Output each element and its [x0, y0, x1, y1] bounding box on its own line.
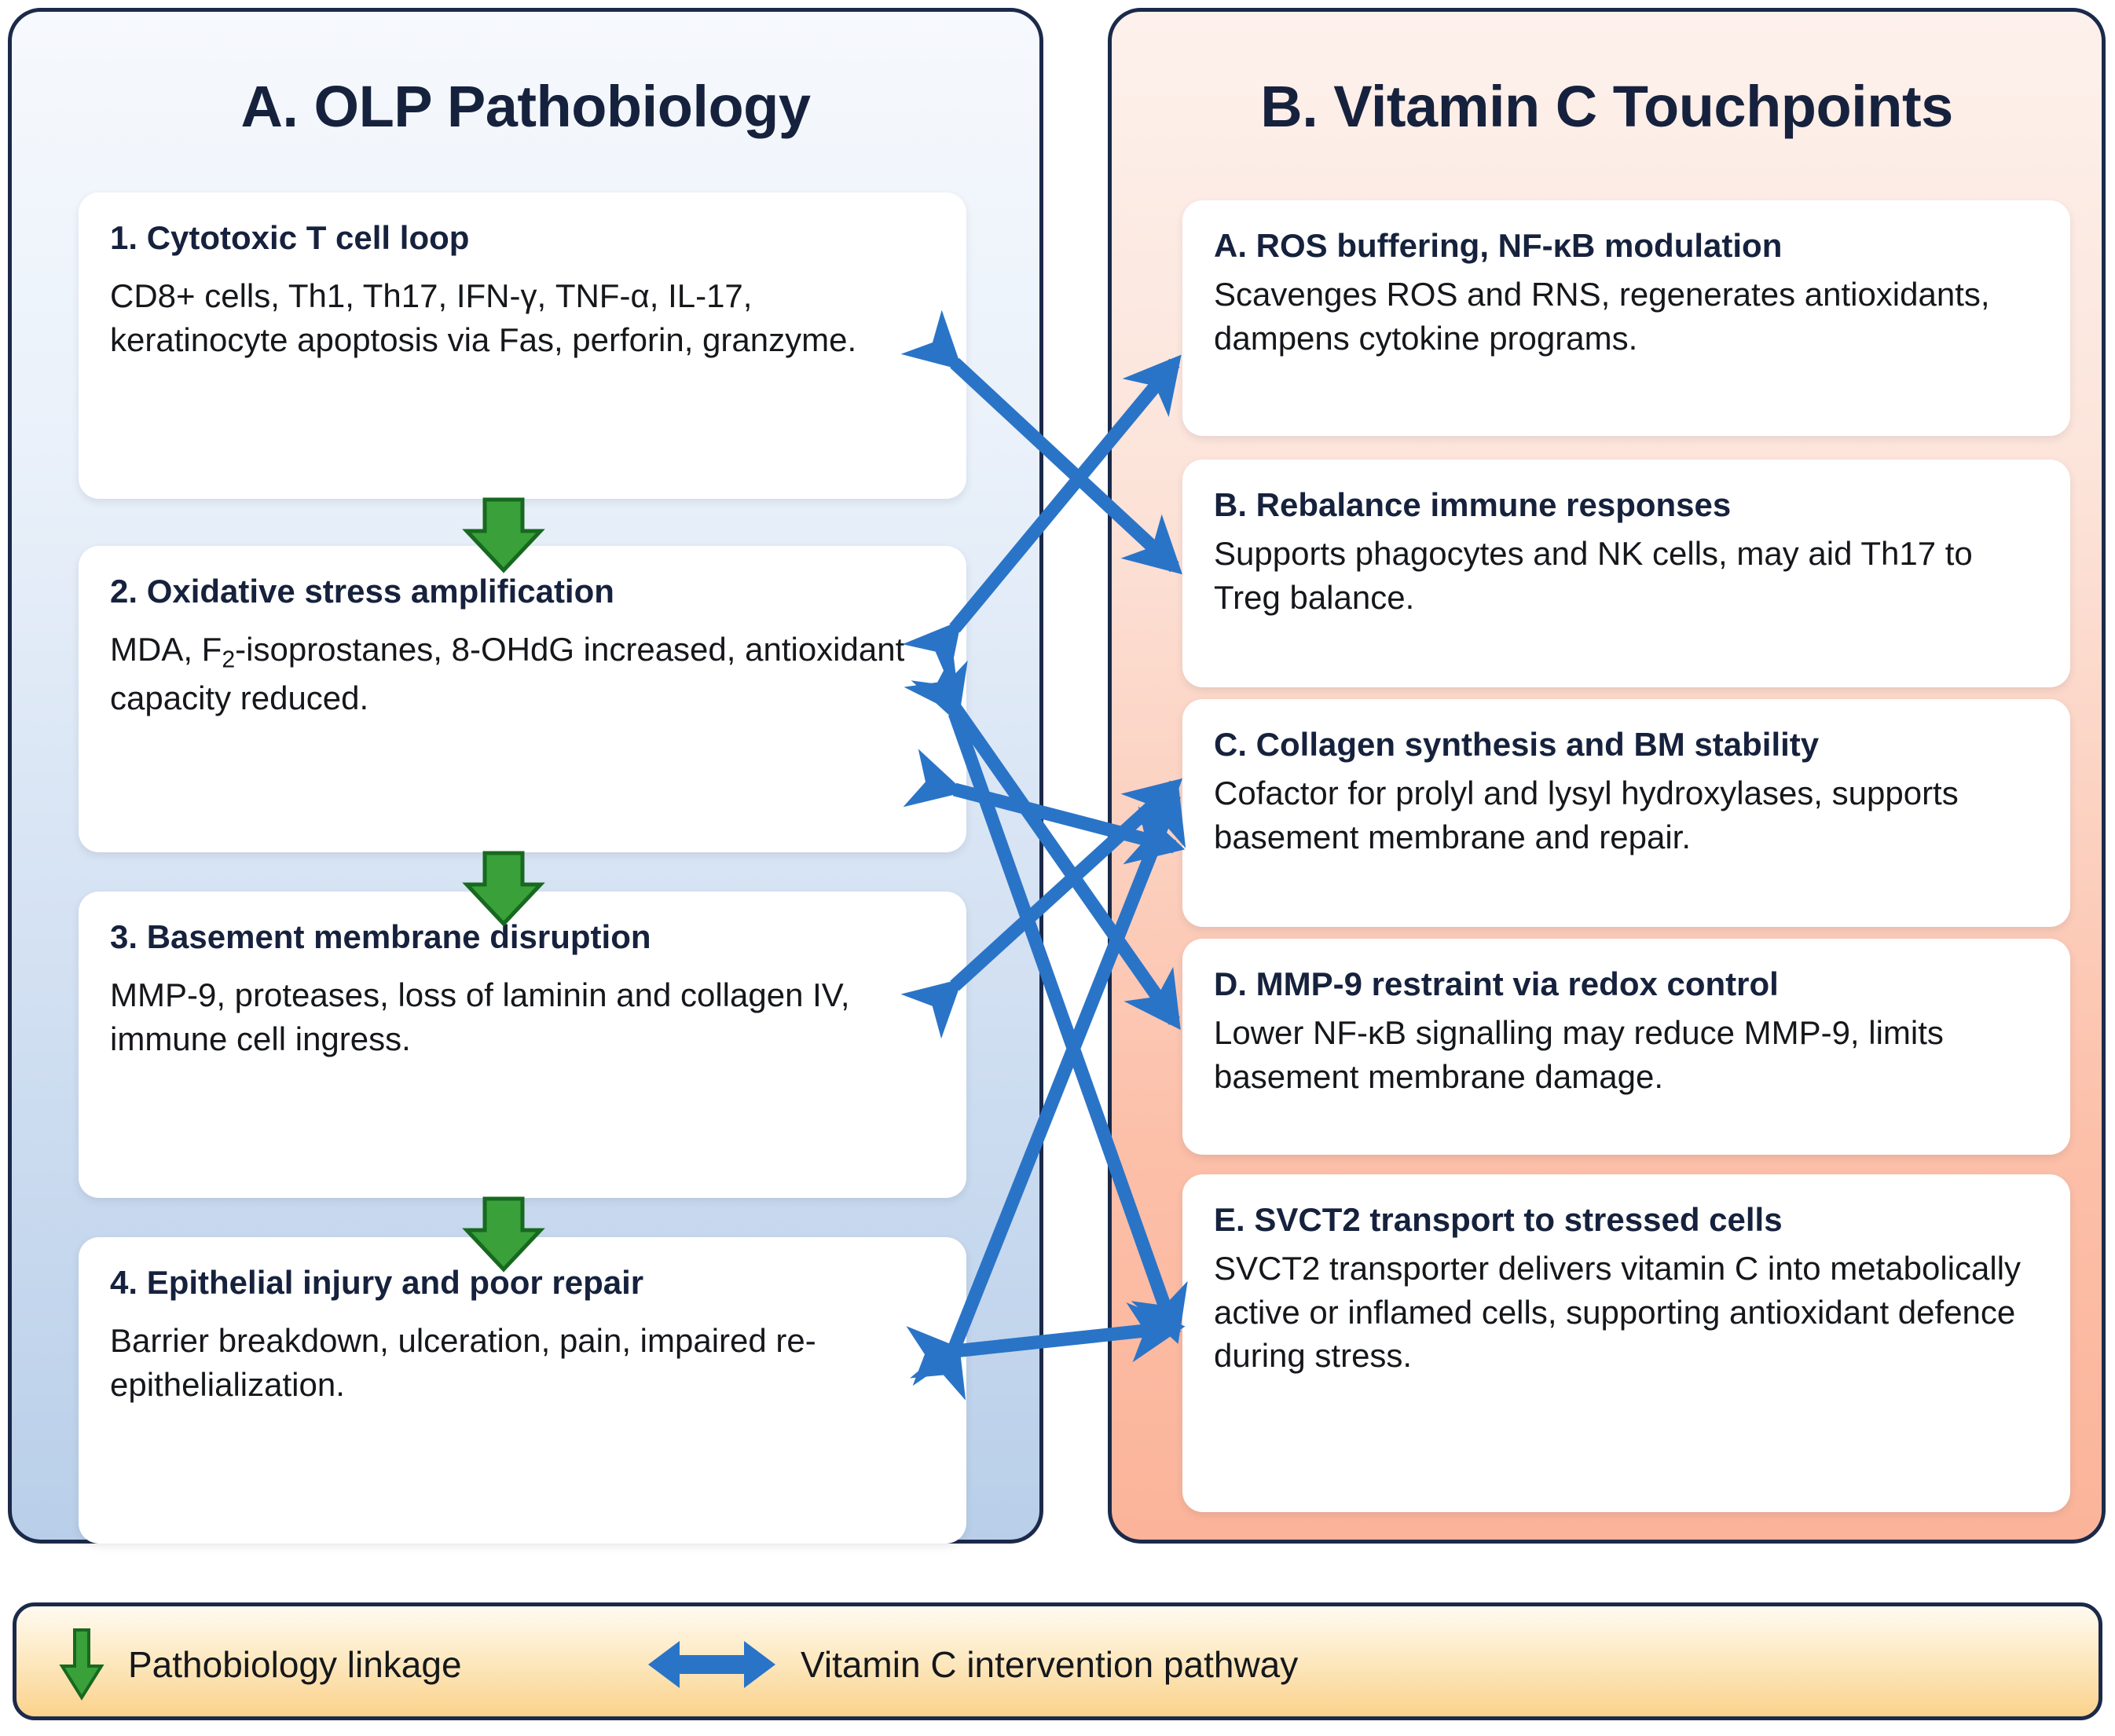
card-mmp9-restraint-redox-control: D. MMP-9 restraint via redox control Low… [1182, 939, 2070, 1155]
legend-item-pathobiology: Pathobiology linkage [57, 1627, 462, 1702]
card-body: Lower NF-κB signalling may reduce MMP-9,… [1214, 1014, 1944, 1095]
card-body-pre: MDA, F [110, 631, 222, 668]
card-svct2-transport-stressed-cells: E. SVCT2 transport to stressed cells SVC… [1182, 1174, 2070, 1512]
card-title: B. Rebalance immune responses [1214, 486, 1732, 523]
panel-right-title: B. Vitamin C Touchpoints [1260, 74, 1953, 139]
card-title: A. ROS buffering, NF-κB modulation [1214, 227, 1783, 264]
card-ros-buffering-nfkb-modulation: A. ROS buffering, NF-κB modulation Scave… [1182, 200, 2070, 436]
panel-left-title: A. OLP Pathobiology [240, 74, 811, 139]
card-title: 2. Oxidative stress amplification [110, 573, 614, 610]
card-oxidative-stress-amplification: 2. Oxidative stress amplification MDA, F… [79, 546, 966, 852]
card-title: 4. Epithelial injury and poor repair [110, 1264, 644, 1301]
card-body: Supports phagocytes and NK cells, may ai… [1214, 535, 1973, 616]
card-body-post: -isoprostanes, 8-OHdG increased, antioxi… [110, 631, 905, 716]
card-rebalance-immune-responses: B. Rebalance immune responses Supports p… [1182, 460, 2070, 687]
legend-item-intervention: Vitamin C intervention pathway [645, 1627, 1298, 1702]
card-body: MMP-9, proteases, loss of laminin and co… [110, 976, 850, 1057]
card-body: Scavenges ROS and RNS, regenerates antio… [1214, 276, 1990, 357]
card-body: CD8+ cells, Th1, Th17, IFN-γ, TNF-α, IL-… [110, 277, 857, 358]
card-collagen-synthesis-bm-stability: C. Collagen synthesis and BM stability C… [1182, 699, 2070, 927]
card-body: MDA, F2-isoprostanes, 8-OHdG increased, … [110, 628, 935, 720]
card-epithelial-injury-poor-repair: 4. Epithelial injury and poor repair Bar… [79, 1237, 966, 1544]
legend-label: Vitamin C intervention pathway [801, 1644, 1299, 1685]
card-cytotoxic-t-cell-loop: 1. Cytotoxic T cell loop CD8+ cells, Th1… [79, 192, 966, 499]
legend-label: Pathobiology linkage [128, 1644, 462, 1685]
legend-bar: Pathobiology linkage Vitamin C intervent… [13, 1602, 2102, 1720]
card-title: 1. Cytotoxic T cell loop [110, 219, 470, 256]
card-body: Barrier breakdown, ulceration, pain, imp… [110, 1322, 816, 1403]
card-body: Cofactor for prolyl and lysyl hydroxylas… [1214, 775, 1959, 855]
green-down-arrow-icon [59, 1628, 104, 1701]
card-title: E. SVCT2 transport to stressed cells [1214, 1201, 1783, 1238]
card-title: D. MMP-9 restraint via redox control [1214, 965, 1779, 1002]
card-body: SVCT2 transporter delivers vitamin C int… [1214, 1250, 2022, 1375]
card-title: 3. Basement membrane disruption [110, 918, 651, 955]
card-title: C. Collagen synthesis and BM stability [1214, 726, 1820, 763]
card-basement-membrane-disruption: 3. Basement membrane disruption MMP-9, p… [79, 892, 966, 1198]
card-body-subscript: 2 [222, 646, 236, 673]
blue-double-arrow-icon [648, 1641, 775, 1688]
